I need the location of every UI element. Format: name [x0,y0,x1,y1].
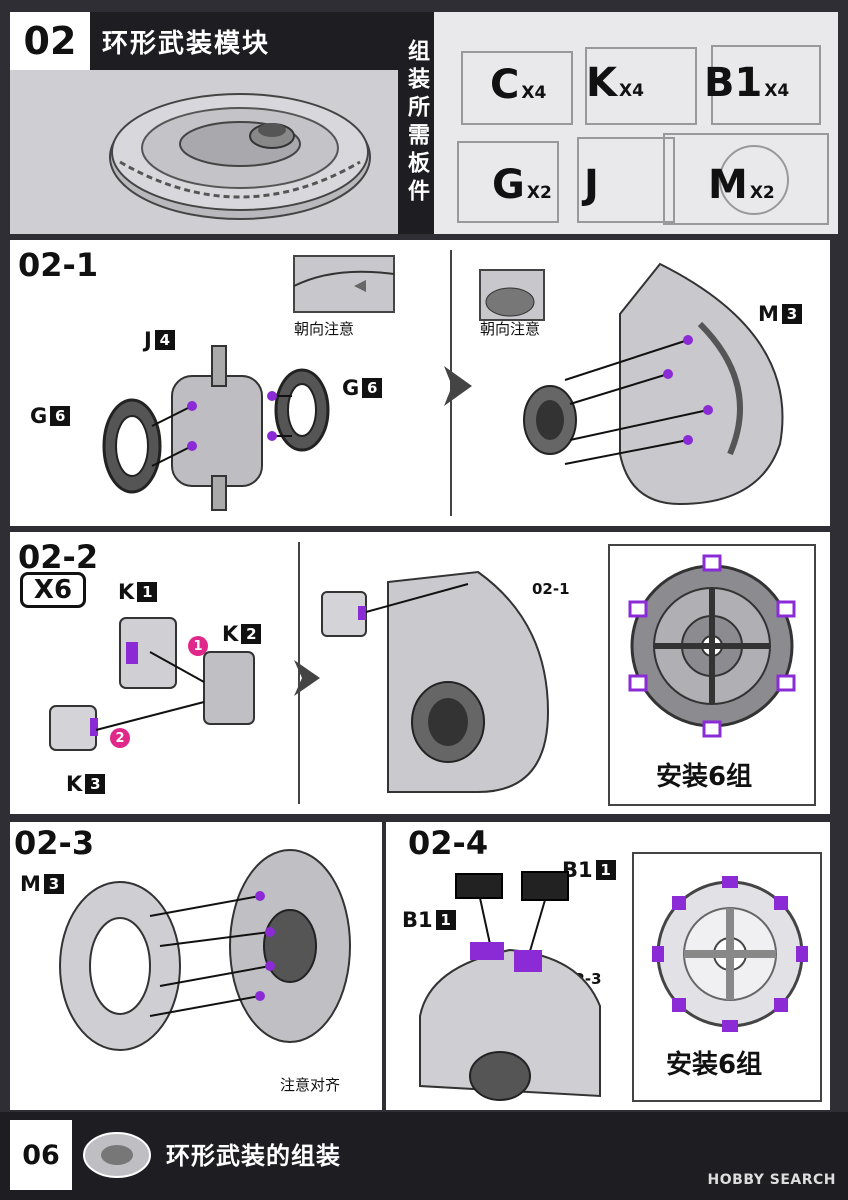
hub-assembly-illustration [102,345,330,511]
ring-part-icon [83,1132,151,1178]
reference-step: 02-1 [532,580,570,598]
result-box [632,852,822,1102]
arrow-right-icon [444,366,472,406]
ring-topview-illustration [628,554,796,738]
step-02-4-panel: 02-4 B11 B11 02-3 安装6组 [386,822,830,1110]
clip-parts-illustration [49,617,255,751]
install-count-text: 安装6组 [656,762,753,792]
sprue-outlines [457,45,829,225]
step-divider [298,542,300,804]
arrow-right-icon [294,660,320,696]
orientation-detail-1 [293,255,395,313]
step-id: 02-2 [18,538,99,576]
part-J-label: J [584,162,599,208]
section-number: 02 [10,12,90,70]
ring-join-illustration [59,849,351,1051]
page-number: 06 [10,1120,72,1190]
alignment-note: 注意对齐 [280,1076,341,1094]
step-id: 02-1 [18,246,99,284]
clip-attach-illustration [321,570,550,793]
watermark: HOBBY SEARCH [707,1172,836,1188]
order-marker-2: 2 [110,728,130,748]
orientation-detail-2 [479,269,545,321]
step-id: 02-4 [408,824,489,862]
orientation-note-2: 朝向注意 [480,320,541,338]
step-id: 02-3 [14,824,95,862]
ring-top-result-illustration [652,876,808,1032]
result-box [608,544,816,806]
block-attach-illustration [419,871,601,1101]
orientation-note-1: 朝向注意 [294,320,355,338]
required-parts-label: 组装所需板件 [398,12,434,234]
order-marker-1: 1 [188,636,208,656]
install-count-text: 安装6组 [666,1050,763,1080]
multiplier-badge: X6 [20,572,86,608]
required-parts-text: 组装所需板件 [404,39,429,207]
footer-title: 环形武装的组装 [166,1142,341,1170]
ring-attach-illustration [523,262,784,506]
section-title: 环形武装模块 [90,12,430,70]
ring-module-illustration [109,93,371,220]
